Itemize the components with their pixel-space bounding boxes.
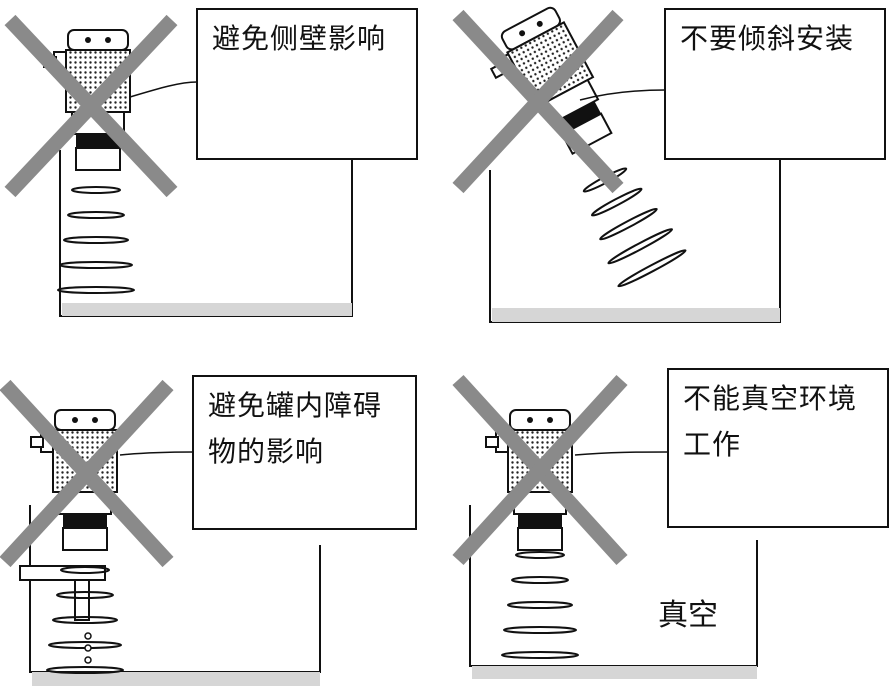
reflection-dots	[84, 632, 92, 664]
callout-text: 物的影响	[208, 435, 325, 468]
callout-text: 不能真空环境	[683, 382, 858, 415]
callout-obstacle: 避免罐内障碍 物的影响	[192, 375, 417, 530]
callout-tilt: 不要倾斜安装	[664, 8, 886, 160]
sound-waves	[569, 158, 688, 290]
callout-text: 避免罐内障碍	[208, 389, 383, 422]
tank-floor	[62, 303, 352, 316]
callout-leader	[119, 451, 194, 456]
cross-mark	[452, 374, 628, 566]
sound-waves	[57, 186, 135, 294]
cross-mark	[4, 14, 178, 198]
cross-mark	[452, 9, 624, 194]
callout-leader	[574, 451, 669, 456]
tank-outline	[59, 150, 353, 317]
obstacle-bracket	[19, 565, 106, 621]
tank-floor	[472, 666, 757, 679]
sound-waves	[501, 551, 579, 659]
callout-side-wall: 避免侧壁影响	[196, 8, 418, 160]
vacuum-label: 真空	[658, 598, 718, 633]
tank-floor	[32, 672, 320, 686]
callout-text: 不要倾斜安装	[680, 22, 855, 55]
panel-side-wall	[4, 14, 353, 317]
cross-mark	[0, 379, 174, 568]
panel-vacuum	[452, 374, 758, 679]
callout-leader	[129, 81, 198, 98]
callout-vacuum: 不能真空环境 工作	[667, 368, 889, 528]
tank-outline	[489, 160, 781, 323]
panel-obstacle	[0, 379, 321, 686]
callout-leader	[579, 89, 666, 101]
tank-floor	[492, 308, 780, 322]
callout-text: 工作	[683, 428, 742, 461]
panel-tilt	[452, 3, 781, 323]
callout-text: 避免侧壁影响	[212, 22, 387, 55]
tank-outline	[469, 505, 758, 667]
